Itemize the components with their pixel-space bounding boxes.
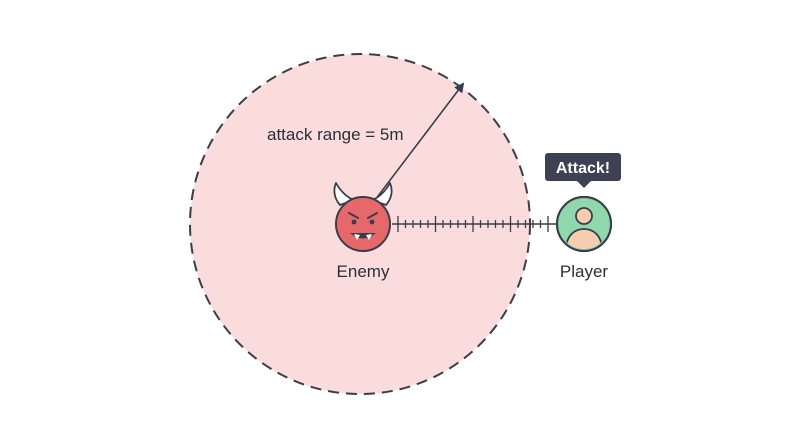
speech-bubble-text: Attack!: [556, 160, 610, 177]
range-radius-arrow: [374, 82, 465, 201]
enemy-label: Enemy: [337, 262, 390, 281]
range-label: attack range = 5m: [267, 125, 404, 144]
devil-face-icon: [333, 182, 393, 252]
attack-speech-bubble: Attack!: [545, 153, 621, 188]
person-avatar-icon: [556, 196, 612, 252]
player-label: Player: [560, 262, 609, 281]
distance-measure-line: [392, 216, 556, 232]
